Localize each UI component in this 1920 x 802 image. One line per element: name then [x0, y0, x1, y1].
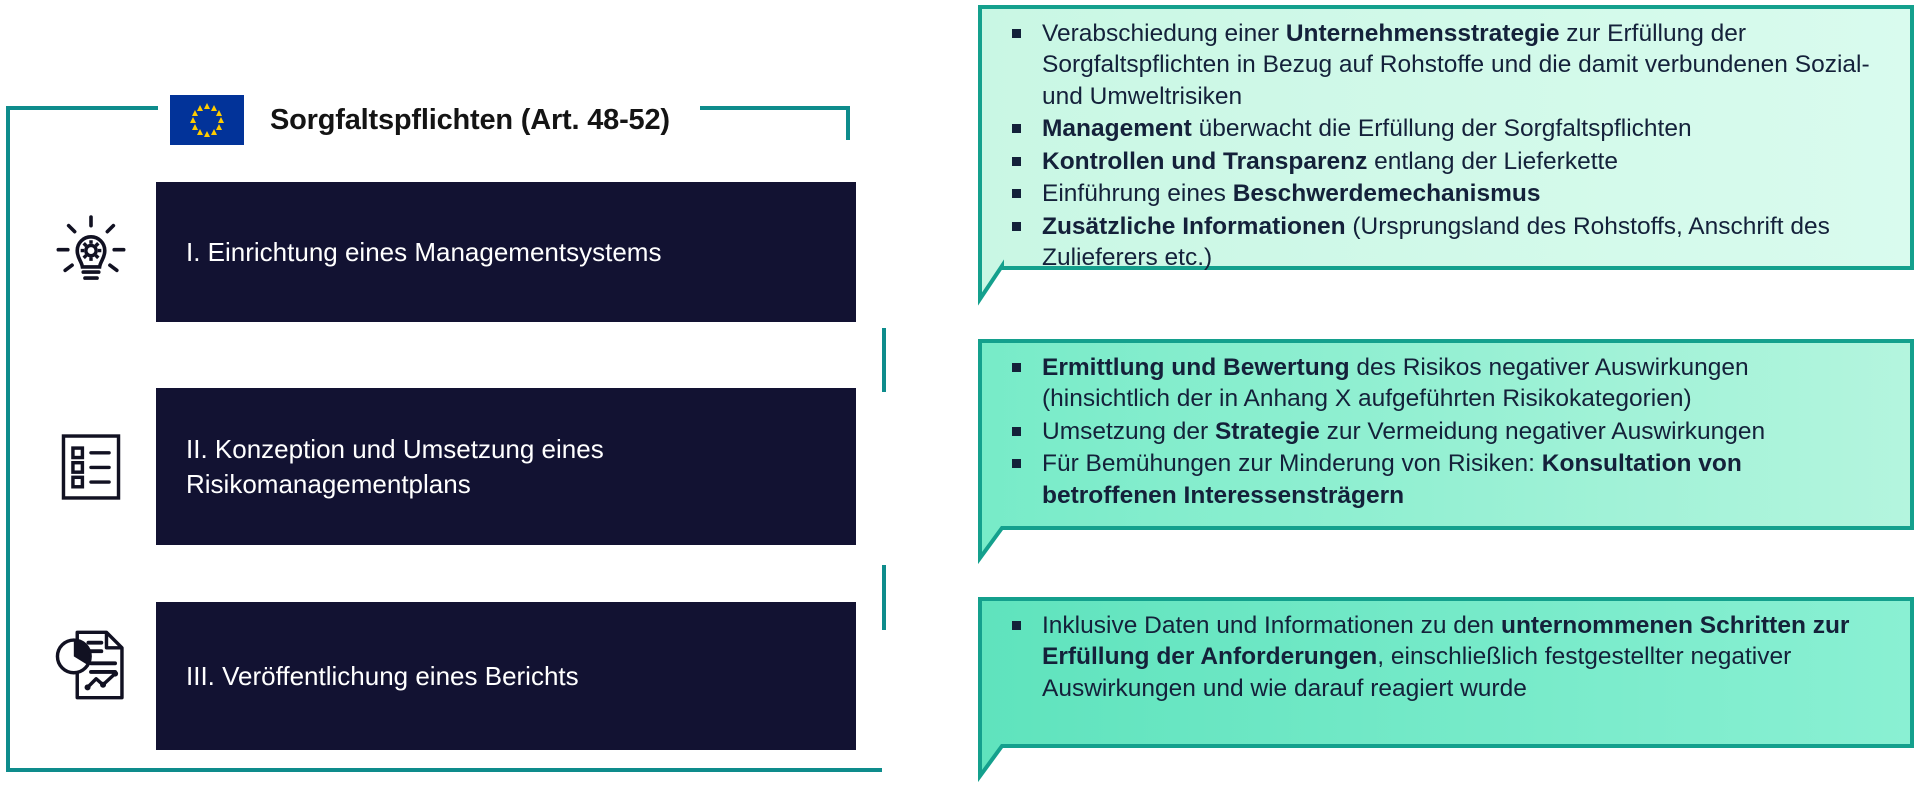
bullet-text-bold: Beschwerdemechanismus — [1232, 180, 1541, 208]
eu-flag-star — [189, 116, 196, 123]
bullet-text: , einschließlich festgestellter negative… — [1042, 643, 1792, 702]
bullet-square-icon — [1012, 29, 1021, 38]
bullet-item: Kontrollen und Transparenz entlang der L… — [1012, 146, 1876, 177]
bullet-text-bold: Management — [1042, 115, 1192, 143]
eu-flag-star — [215, 123, 222, 130]
bullet-item: Einführung eines Beschwerdemechanismus — [1012, 178, 1876, 209]
header: Sorgfaltspflichten (Art. 48-52) — [170, 95, 670, 145]
eu-flag-icon — [170, 95, 244, 145]
step-box-3: III. Veröffentlichung eines Berichts — [156, 602, 856, 750]
bullet-text: entlang der Lieferkette — [1367, 147, 1618, 175]
page-title: Sorgfaltspflichten (Art. 48-52) — [270, 103, 670, 136]
bullet-item: Verabschiedung einer Unternehmensstrateg… — [1012, 18, 1876, 112]
bullet-text-bold: Ermittlung und Bewertung — [1042, 354, 1350, 381]
eu-flag-star — [191, 123, 198, 130]
eu-flag-star — [196, 128, 203, 135]
bullet-item: Inklusive Daten und Informationen zu den… — [1012, 610, 1876, 704]
panel-risikomanagementplan: Ermittlung und Bewertung des Risikos neg… — [978, 338, 1916, 588]
bullet-square-icon — [1012, 221, 1021, 231]
eu-flag-star — [210, 104, 217, 111]
bullet-square-icon — [1012, 459, 1021, 469]
bullet-item: Zusätzliche Informationen (Ursprungsland… — [1012, 211, 1876, 274]
checklist-icon — [48, 424, 134, 510]
bullet-text: zur Vermeidung negativer Auswirkungen — [1319, 417, 1766, 445]
bullet-text: Inklusive Daten und Informationen zu den — [1042, 612, 1501, 639]
eu-flag-star — [203, 130, 210, 137]
bullet-text-bold: unternommenen Schritten zur Erfüllung de… — [1042, 612, 1850, 671]
bullet-text: überwacht die Erfüllung der Sorgfaltspfl… — [1191, 115, 1692, 143]
bullet-text: zur Erfüllung der Sorgfaltspflichten in … — [1042, 20, 1870, 110]
step-box-2: II. Konzeption und Umsetzung eines Risik… — [156, 388, 856, 545]
eu-flag-star — [203, 102, 210, 109]
bullet-square-icon — [1012, 189, 1021, 199]
eu-flag-star — [191, 109, 198, 116]
step-label-2: II. Konzeption und Umsetzung eines Risik… — [186, 434, 604, 499]
eu-flag-star — [210, 128, 217, 135]
bullet-square-icon — [1012, 156, 1021, 166]
bullet-text-bold: Kontrollen und Transparenz — [1042, 147, 1368, 175]
bullet-text: Einführung eines — [1042, 180, 1233, 208]
bullet-square-icon — [1012, 363, 1021, 372]
bullet-text: Verabschiedung einer — [1042, 20, 1286, 47]
bullet-text: Für Bemühungen zur Minderung von Risiken… — [1042, 450, 1542, 478]
bullet-list-1: Verabschiedung einer Unternehmensstrateg… — [1012, 18, 1876, 274]
bullet-text: Umsetzung der — [1042, 417, 1215, 445]
bullet-square-icon — [1012, 621, 1021, 630]
step-label-3: III. Veröffentlichung eines Berichts — [186, 660, 579, 691]
bullet-text-bold: Strategie — [1214, 417, 1320, 445]
bullet-list-3: Inklusive Daten und Informationen zu den… — [1012, 610, 1876, 704]
bullet-text: des Risikos negativer Auswirkungen (hins… — [1042, 354, 1749, 413]
bullet-item: Ermittlung und Bewertung des Risikos neg… — [1012, 352, 1876, 415]
bullet-list-2: Ermittlung und Bewertung des Risikos neg… — [1012, 352, 1876, 511]
bullet-text-bold: Konsultation von betroffenen Interessens… — [1042, 450, 1742, 509]
bullet-item: Umsetzung der Strategie zur Vermeidung n… — [1012, 416, 1876, 447]
eu-flag-star — [196, 104, 203, 111]
eu-flag-star — [217, 116, 224, 123]
eu-flag-star — [215, 109, 222, 116]
bullet-square-icon — [1012, 124, 1021, 134]
bullet-square-icon — [1012, 426, 1021, 436]
bullet-text-bold: Unternehmensstrategie — [1285, 20, 1560, 47]
bullet-item: Für Bemühungen zur Minderung von Risiken… — [1012, 448, 1876, 511]
bullet-item: Management überwacht die Erfüllung der S… — [1012, 113, 1876, 144]
report-chart-document-icon — [48, 622, 134, 708]
lightbulb-gear-icon — [48, 205, 134, 291]
step-box-1: I. Einrichtung eines Managementsystems — [156, 182, 856, 322]
panel-managementsystem: Verabschiedung einer Unternehmensstrateg… — [978, 4, 1916, 329]
bullet-text-bold: Zusätzliche Informationen — [1042, 212, 1346, 240]
step-label-1: I. Einrichtung eines Managementsystems — [186, 236, 662, 267]
bullet-text: (Ursprungsland des Rohstoffs, Anschrift … — [1042, 212, 1830, 272]
panel-bericht: Inklusive Daten und Informationen zu den… — [978, 596, 1916, 792]
